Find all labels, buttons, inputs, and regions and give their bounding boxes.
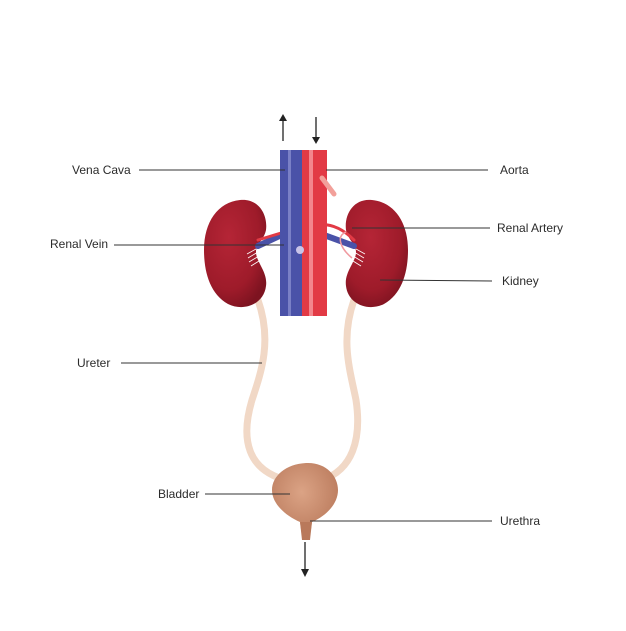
label-urethra: Urethra — [500, 514, 541, 528]
flow-up-arrow — [279, 114, 287, 141]
leader-lines — [114, 169, 493, 522]
right-ureter — [318, 296, 362, 484]
right-renal-artery-loop — [339, 231, 353, 259]
vena-cava-highlight — [288, 150, 291, 316]
label-ureter: Ureter — [77, 356, 111, 370]
label-bladder: Bladder — [158, 487, 200, 501]
label-aorta: Aorta — [500, 163, 529, 177]
left-renal-hilum — [246, 248, 260, 267]
label-vena-cava: Vena Cava — [72, 163, 131, 177]
aorta-highlight — [309, 150, 313, 316]
leader-kidney — [379, 279, 493, 282]
label-renal-vein: Renal Vein — [50, 237, 109, 251]
label-kidney: Kidney — [502, 274, 539, 288]
right-kidney — [345, 199, 408, 308]
label-renal-artery: Renal Artery — [497, 221, 564, 235]
urethra-flow-arrow — [301, 542, 309, 577]
renal-vein-junction — [296, 246, 304, 254]
urethra-duct — [300, 522, 312, 540]
flow-down-arrow — [312, 117, 320, 144]
aorta — [302, 150, 327, 316]
bladder — [272, 462, 338, 536]
left-ureter — [243, 296, 290, 484]
right-renal-hilum — [352, 248, 366, 267]
aorta-branch — [319, 175, 337, 197]
left-kidney — [204, 199, 267, 308]
